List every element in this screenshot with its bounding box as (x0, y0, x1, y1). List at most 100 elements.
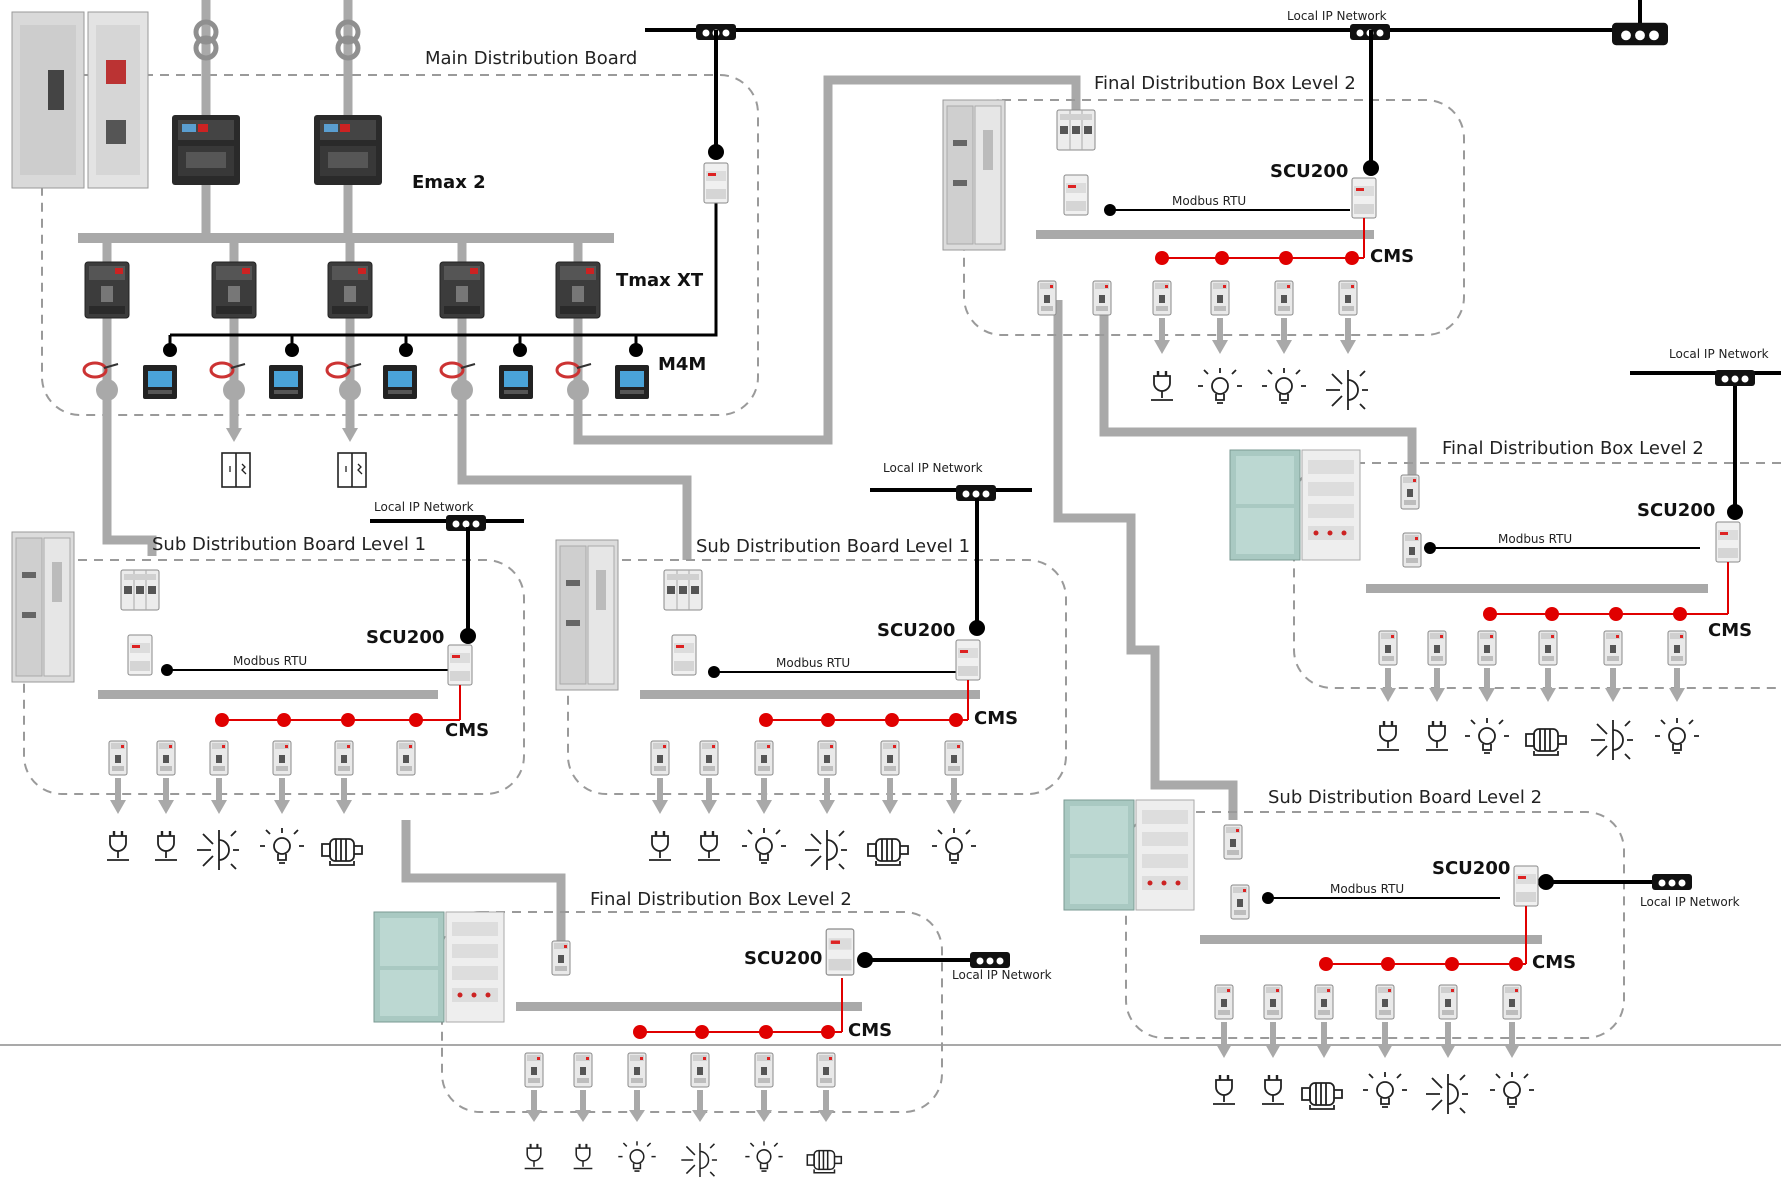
scu200-module-icon (447, 644, 473, 686)
sub-board-mid-title: Sub Distribution Board Level 1 (696, 536, 970, 557)
plug-icon (1211, 1073, 1237, 1106)
network-switch-icon (1612, 22, 1668, 46)
network-switch-icon (1652, 874, 1692, 890)
mcb-icon (1438, 984, 1458, 1020)
bulb-icon (259, 827, 305, 864)
scu200-label: SCU200 (744, 948, 822, 969)
sun-icon (1590, 719, 1634, 761)
mcb-icon (880, 740, 900, 776)
plug-icon (572, 1142, 594, 1170)
meter-module-icon (1063, 174, 1089, 216)
mcb-icon (1338, 280, 1358, 316)
scu200-label: SCU200 (366, 627, 444, 648)
scu200-label: SCU200 (877, 620, 955, 641)
socket-cabinet-icon (337, 452, 367, 488)
network-switch-icon (1715, 370, 1755, 386)
modbus-label: Modbus RTU (776, 656, 850, 670)
sub-board-level2-title: Sub Distribution Board Level 2 (1268, 787, 1542, 808)
modbus-label: Modbus RTU (1172, 194, 1246, 208)
network-label: Local IP Network (1640, 895, 1740, 909)
cms-label: CMS (1708, 620, 1752, 641)
mcb-icon (209, 740, 229, 776)
sub-board-left: Sub Distribution Board Level 1 Local IP … (11, 500, 525, 871)
sun-icon (1325, 369, 1369, 411)
feeder-cables (102, 75, 1417, 945)
plug-icon (1149, 369, 1175, 402)
emax-breaker-icon (314, 115, 382, 185)
current-transformer-icon (209, 361, 247, 379)
socket-cabinet-icon (221, 452, 251, 488)
distribution-box-icon (1229, 449, 1361, 561)
sun-icon (196, 829, 240, 871)
bulb-icon (617, 1140, 657, 1172)
network-switch-icon (970, 952, 1010, 968)
cms-label: CMS (974, 708, 1018, 729)
scu200-label: SCU200 (1637, 500, 1715, 521)
plug-icon (153, 829, 179, 862)
mcb-icon (1152, 280, 1172, 316)
cabinet-icon (555, 539, 619, 691)
tmax-breaker-icon (211, 261, 257, 319)
scu200-module-icon (955, 639, 981, 681)
current-transformer-icon (82, 361, 120, 379)
plug-icon (105, 829, 131, 862)
m4m-meter-icon (615, 365, 649, 399)
meter-module-icon (1402, 532, 1422, 568)
mcb-icon (524, 1052, 544, 1088)
plug-icon (1424, 719, 1450, 752)
mcb-icon (1092, 280, 1112, 316)
mcb-icon (1427, 630, 1447, 666)
scu200-label: SCU200 (1432, 858, 1510, 879)
m4m-meter-icon (383, 365, 417, 399)
main-distribution-board: Main Distribution Board Emax 2 (11, 0, 759, 488)
mcb-icon (1538, 630, 1558, 666)
network-label: Local IP Network (374, 500, 474, 514)
network-label: Local IP Network (952, 968, 1052, 982)
scu200-label: SCU200 (1270, 161, 1348, 182)
mcb-icon (650, 740, 670, 776)
bulb-icon (1261, 367, 1307, 404)
final-box-bottom-title: Final Distribution Box Level 2 (590, 889, 852, 910)
modbus-label: Modbus RTU (1330, 882, 1404, 896)
mcb-icon (1378, 630, 1398, 666)
mcb-icon (1314, 984, 1334, 1020)
mcb-icon (1274, 280, 1294, 316)
mcb-icon (754, 740, 774, 776)
mcb-icon (1037, 280, 1057, 316)
network-label: Local IP Network (1287, 9, 1387, 23)
final-box-top-title: Final Distribution Box Level 2 (1094, 73, 1356, 94)
mcb-icon (1210, 280, 1230, 316)
distribution-box-icon (1063, 799, 1195, 911)
mcb-icon (1214, 984, 1234, 1020)
sub-board-mid: Sub Distribution Board Level 1 Local IP … (555, 461, 1067, 871)
plug-icon (1375, 719, 1401, 752)
plug-icon (523, 1142, 545, 1170)
tmax-label: Tmax XT (616, 270, 704, 291)
mcb-icon (754, 1052, 774, 1088)
breaker-icon (1056, 109, 1096, 151)
tmax-breaker-icon (84, 261, 130, 319)
final-box-right-title: Final Distribution Box Level 2 (1442, 438, 1704, 459)
mcb-icon (1263, 984, 1283, 1020)
mcb-icon (1603, 630, 1623, 666)
mcb-icon (1375, 984, 1395, 1020)
plug-icon (696, 829, 722, 862)
network-label: Local IP Network (883, 461, 983, 475)
motor-icon (1301, 1082, 1343, 1110)
plug-icon (1260, 1073, 1286, 1106)
cms-label: CMS (1532, 952, 1576, 973)
breaker-icon (120, 569, 160, 611)
tmax-breaker-icon (327, 261, 373, 319)
bulb-icon (1197, 367, 1243, 404)
modbus-label: Modbus RTU (233, 654, 307, 668)
m4m-meter-icon (269, 365, 303, 399)
motor-icon (1525, 728, 1567, 756)
main-module-icon (703, 162, 729, 204)
mcb-icon (690, 1052, 710, 1088)
bulb-icon (744, 1140, 784, 1172)
mcb-icon (573, 1052, 593, 1088)
sun-icon (1425, 1073, 1469, 1115)
sun-icon (804, 829, 848, 871)
bulb-icon (1654, 717, 1700, 754)
motor-icon (321, 838, 363, 866)
